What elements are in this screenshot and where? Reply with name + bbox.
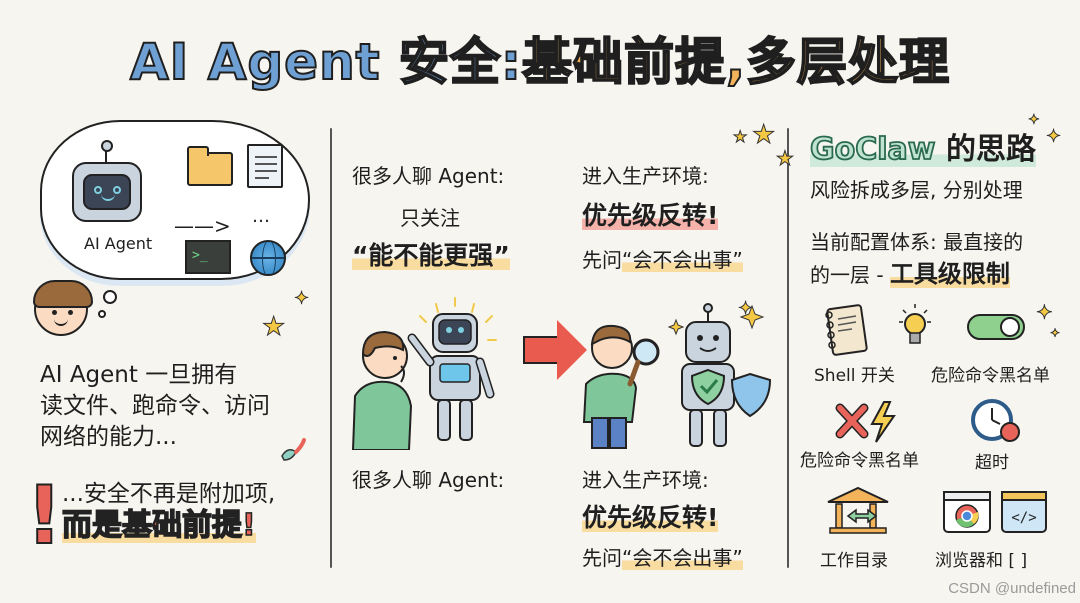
- toggle-switch-icon[interactable]: [966, 312, 1026, 342]
- cross-lightning-icon: [835, 401, 896, 443]
- lead-paragraph: AI Agent 一旦拥有 读文件、跑命令、访问 网络的能力...: [40, 360, 270, 453]
- sparkle-icon: ✦: [1049, 326, 1061, 341]
- top-left-line-2: 只关注: [400, 206, 460, 230]
- thought-bubble-small: [103, 290, 117, 304]
- tool-label-shell: Shell 开关: [814, 366, 895, 386]
- star-icon: ★: [776, 146, 795, 171]
- ellipsis-icon: …: [252, 206, 273, 227]
- svg-text:</>: </>: [1011, 510, 1036, 526]
- terminal-icon: >_: [185, 240, 231, 274]
- cloud-agent-label: AI Agent: [84, 234, 153, 253]
- folder-icon: [187, 146, 233, 186]
- top-left-heading: 很多人聊 Agent:: [352, 164, 505, 188]
- tool-label-timeout: 超时: [975, 453, 1009, 473]
- warning-block: ...安全不再是附加项, 而是基础前提!: [61, 478, 276, 544]
- top-left-line-3: “能不能更强”: [352, 241, 510, 270]
- column-divider-right: [787, 128, 789, 568]
- title-part-1: AI Agent 安全:: [129, 32, 522, 92]
- bottom-right-heading: 进入生产环境:: [582, 468, 709, 492]
- notebook-icon: [825, 304, 868, 356]
- lightbulb-icon: [899, 304, 931, 344]
- thought-bubble-tiny: [98, 310, 106, 318]
- lead-line-1: AI Agent 一旦拥有: [40, 362, 238, 388]
- config-line-1: 当前配置体系: 最直接的: [810, 230, 1024, 254]
- warning-emphasis: 而是基础前提!: [61, 508, 256, 543]
- document-icon: [247, 144, 283, 188]
- thought-cloud: AI Agent ——> … >_: [40, 120, 310, 280]
- tool-label-workdir: 工作目录: [820, 551, 888, 571]
- top-right-line-3: 先问“会不会出事”: [582, 248, 743, 272]
- page-title: AI Agent 安全:基础前提,多层处理: [0, 22, 1080, 94]
- goclaw-subtitle: 风险拆成多层, 分别处理: [810, 178, 1023, 202]
- warning-line-1: ...安全不再是附加项,: [62, 481, 276, 507]
- exclamation-icon: !: [25, 469, 64, 562]
- star-icon: ★: [751, 120, 776, 151]
- robot-head-icon: [72, 162, 142, 222]
- column-divider-left: [330, 128, 332, 568]
- tool-label-blacklist-1: 危险命令黑名单: [931, 366, 1050, 386]
- top-right-heading: 进入生产环境:: [582, 164, 709, 188]
- robot-antenna-icon: [101, 140, 113, 164]
- thinking-person-illustration: [351, 330, 413, 450]
- globe-icon: [250, 240, 286, 276]
- goclaw-brand: GoClaw: [809, 131, 936, 168]
- shield-robot-illustration: [667, 303, 772, 447]
- watermark: CSDN @undefined: [948, 580, 1076, 597]
- shiny-robot-illustration: [407, 297, 497, 441]
- clock-icon: [971, 399, 1020, 442]
- arrow-right-icon: ——>: [174, 214, 231, 238]
- sparkle-icon: ✦: [1036, 300, 1054, 325]
- tool-label-blacklist-2: 危险命令黑名单: [800, 451, 919, 471]
- title-part-2: 基础前提,多层处理: [521, 32, 950, 92]
- bottom-right-line-3: 先问“会不会出事”: [582, 546, 743, 570]
- star-icon: ★: [261, 312, 286, 343]
- browser-chrome-icon: [943, 491, 991, 533]
- code-window-icon: </>: [1001, 491, 1047, 533]
- config-line-2: 的一层 - 工具级限制: [810, 260, 1010, 288]
- sparkle-icon: ✦: [1045, 126, 1062, 148]
- sparkle-icon: ✦: [737, 298, 754, 320]
- doodle-icon: [281, 438, 306, 461]
- top-right-line-2: 优先级反转!: [582, 201, 719, 230]
- lead-line-2: 读文件、跑命令、访问: [40, 393, 270, 419]
- goclaw-heading: GoClaw 的思路: [809, 131, 1036, 168]
- bottom-right-line-2: 优先级反转!: [582, 503, 719, 532]
- inspecting-person-illustration: [582, 324, 660, 449]
- sparkle-icon: ✦: [293, 288, 310, 310]
- star-icon: ★: [732, 127, 748, 147]
- boy-face-icon: [33, 280, 93, 336]
- tool-label-browser: 浏览器和 [ ]: [935, 551, 1028, 571]
- lead-line-3: 网络的能力...: [40, 424, 177, 450]
- sparkle-icon: ✦: [1028, 112, 1041, 129]
- building-arrows-icon: [827, 486, 889, 534]
- bottom-left-heading: 很多人聊 Agent:: [352, 468, 505, 492]
